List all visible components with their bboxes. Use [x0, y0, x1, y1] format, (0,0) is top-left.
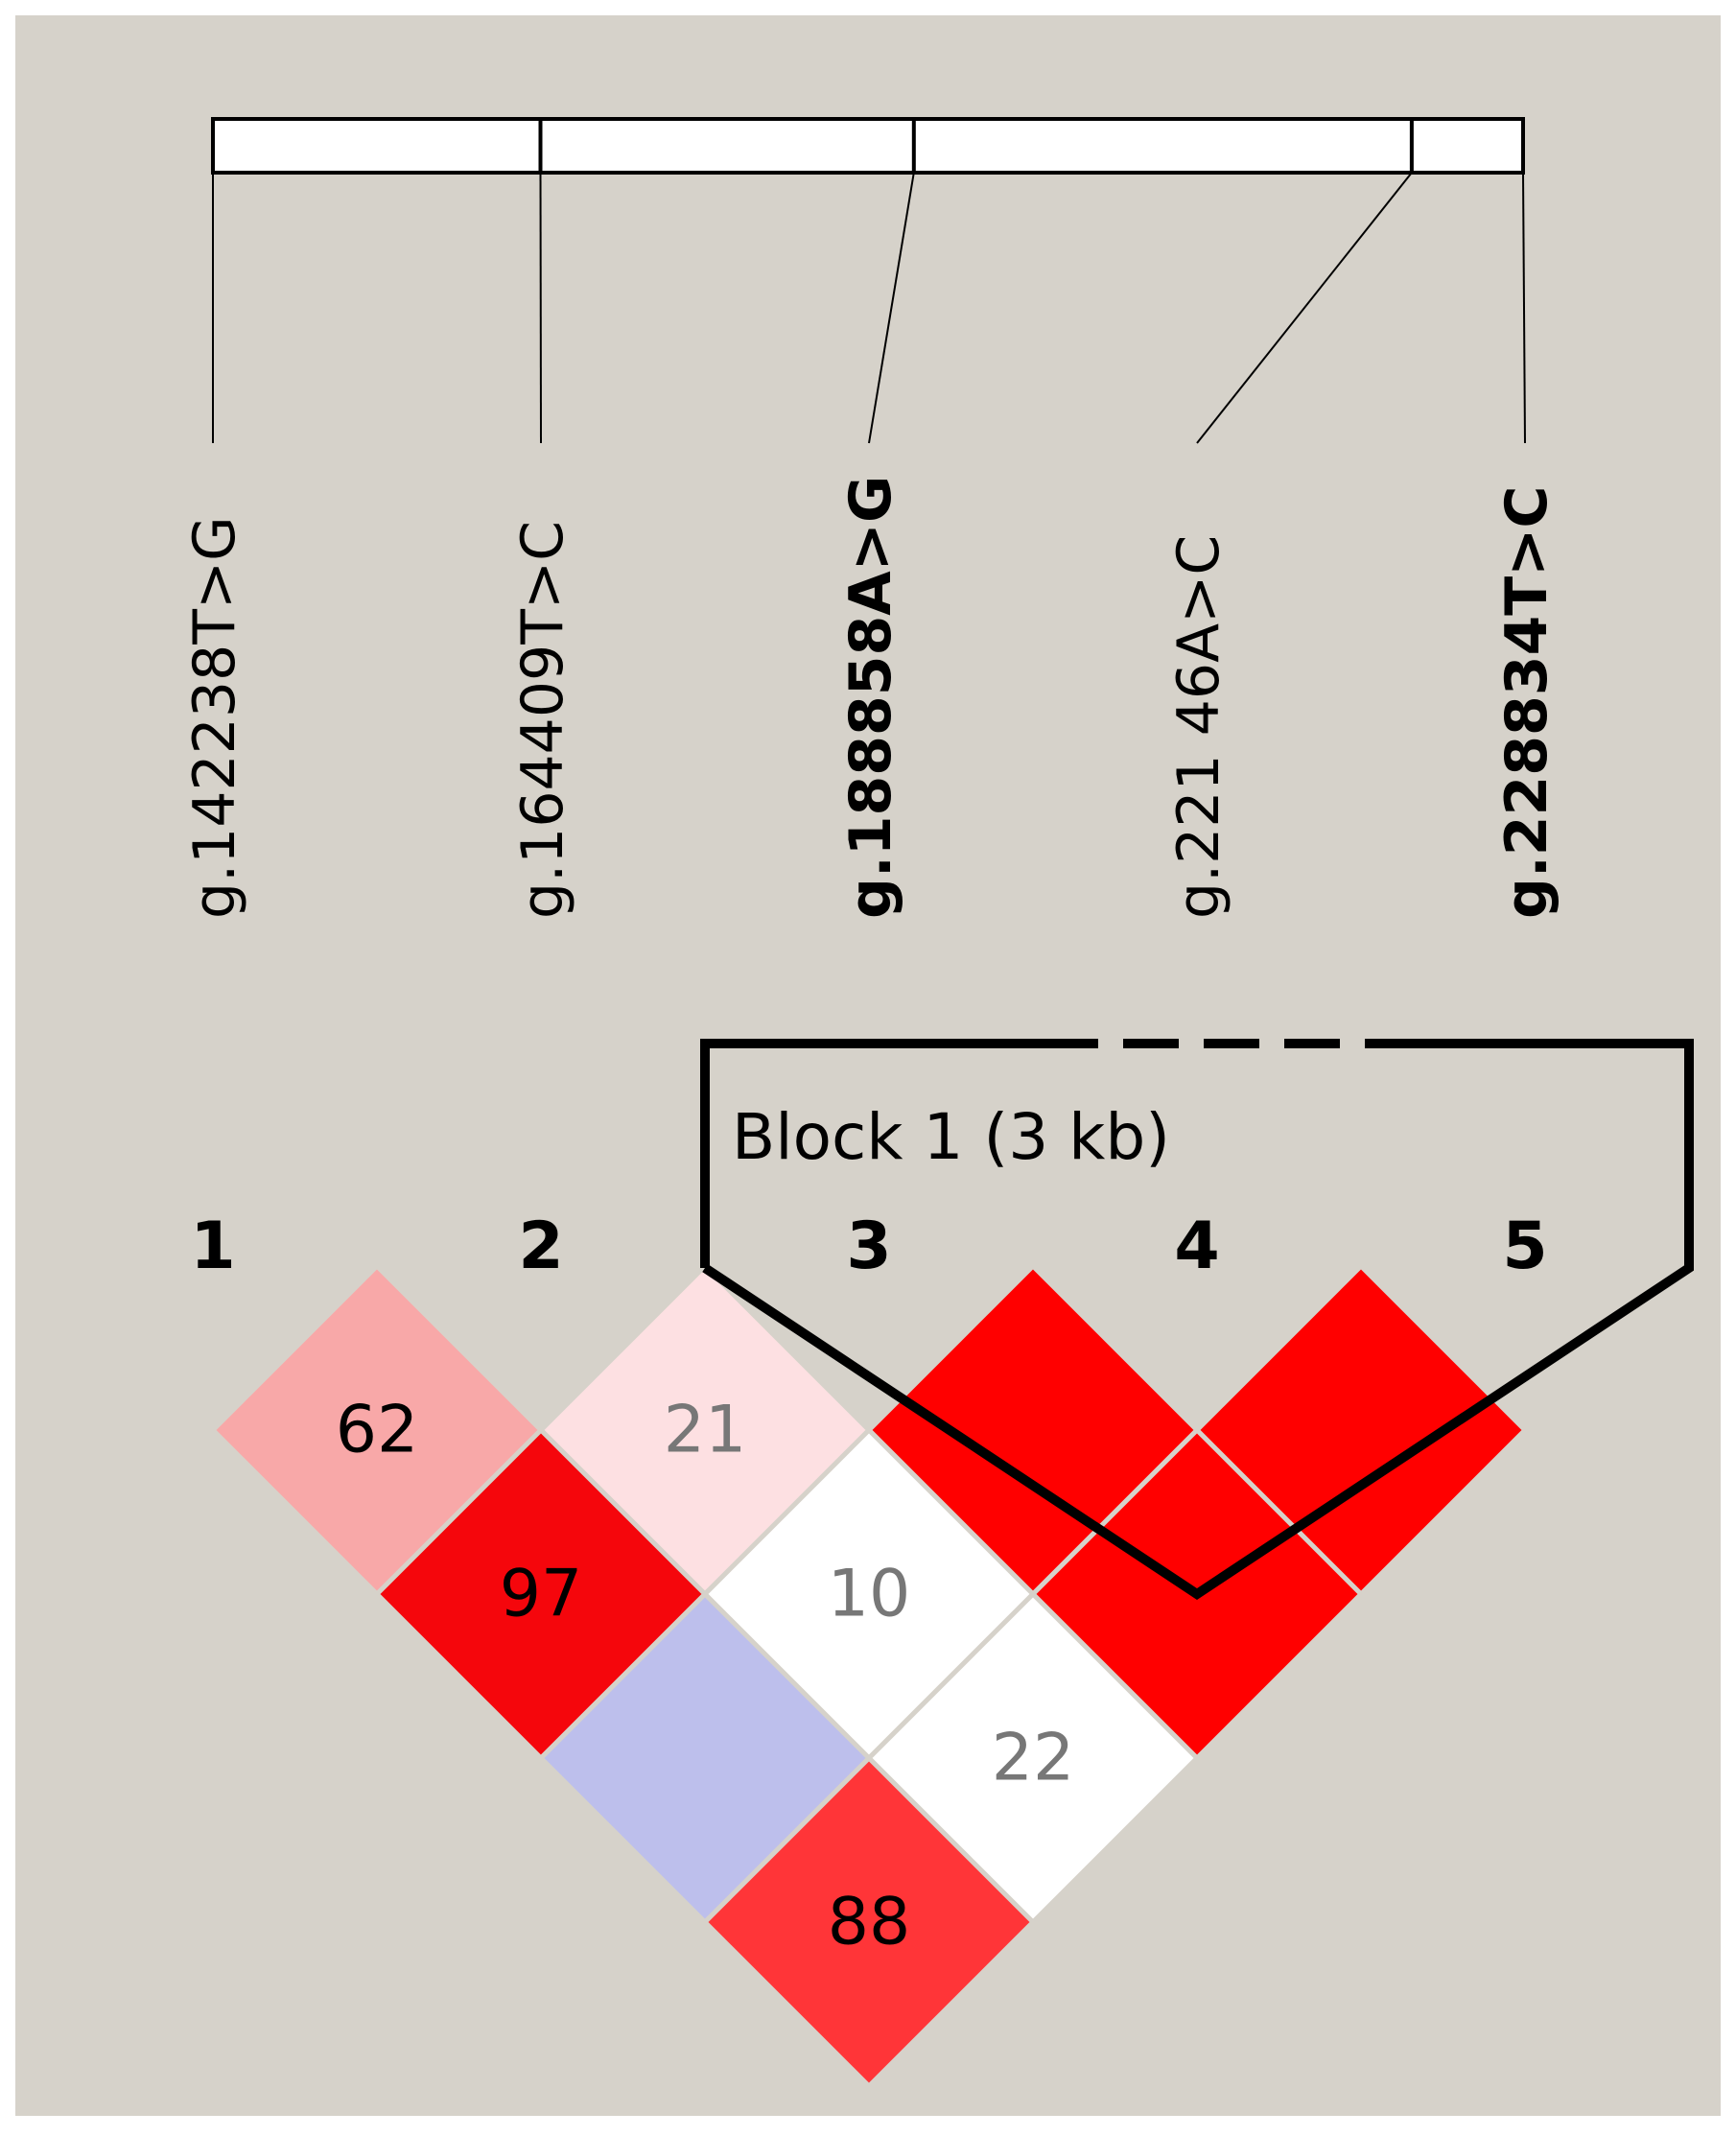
- block-outline-right: [702, 1039, 1694, 1600]
- marker-index: 5: [1502, 1209, 1547, 1284]
- ld-matrix: 62 21 97 10 22 88: [209, 1262, 1529, 2090]
- marker-name: g.142238T>G: [181, 516, 248, 919]
- marker-indices: 1 2 3 4 5: [190, 1209, 1547, 1284]
- ld-cell-value: 62: [336, 1393, 419, 1468]
- marker-connector: [539, 172, 542, 444]
- marker-name: g.188858A>G: [837, 476, 904, 919]
- ld-cell-value: 22: [992, 1721, 1075, 1796]
- marker-connector: [868, 172, 915, 444]
- ld-cell-diamond: [701, 1754, 1037, 2090]
- marker-connector: [1522, 172, 1526, 444]
- ld-cell: 88: [701, 1754, 1037, 2090]
- marker-name: g.164409T>C: [509, 521, 576, 919]
- marker-index: 1: [190, 1209, 235, 1284]
- haplotype-block: Block 1 (3 kb): [700, 1039, 1694, 1600]
- marker-index: 4: [1174, 1209, 1219, 1284]
- block-outline-left: [700, 1039, 1043, 1268]
- marker-track: [211, 117, 1526, 444]
- ld-cell-value: 97: [500, 1557, 583, 1632]
- marker-name: g.228834T>C: [1493, 486, 1560, 919]
- marker-name: g.221 46A>C: [1165, 535, 1232, 919]
- marker-labels: g.142238T>G g.164409T>C g.188858A>G g.221 4…: [181, 476, 1560, 919]
- marker-index: 3: [846, 1209, 891, 1284]
- ld-cell-value: 10: [828, 1557, 911, 1632]
- marker-track-bar: [211, 117, 1525, 175]
- marker-connector: [1196, 172, 1413, 444]
- ld-cell-value: 21: [664, 1393, 747, 1468]
- marker-index: 2: [518, 1209, 563, 1284]
- ld-cell-value: 88: [828, 1885, 911, 1960]
- block-label: Block 1 (3 kb): [732, 1100, 1170, 1174]
